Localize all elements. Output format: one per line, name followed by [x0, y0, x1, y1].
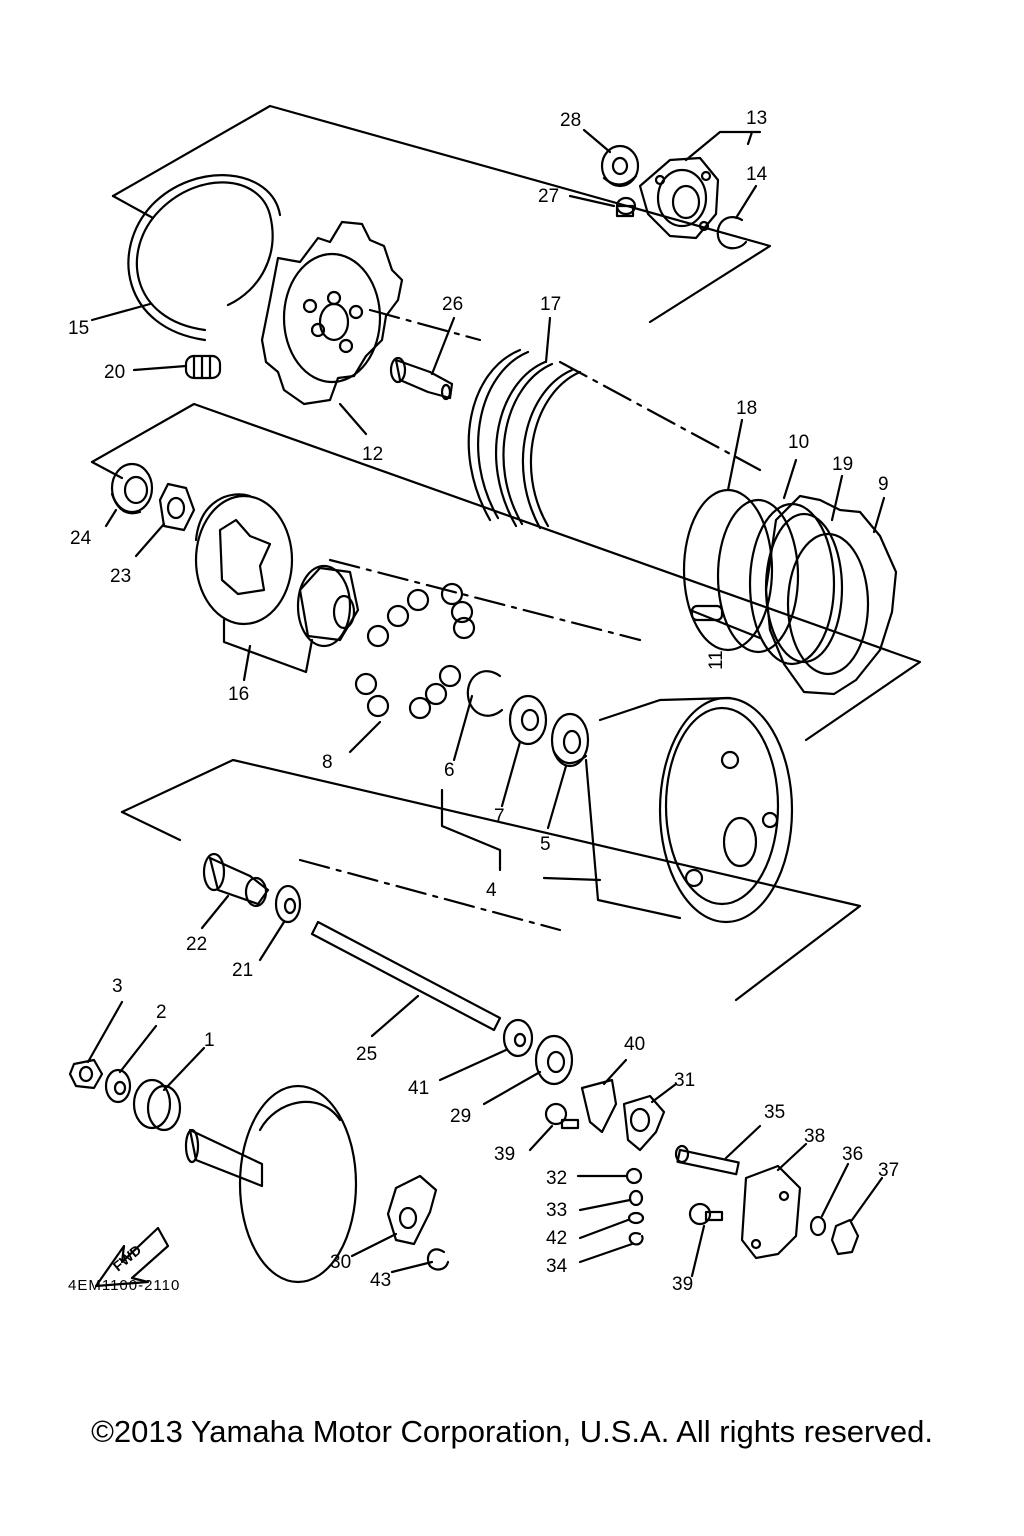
callout-42: 42 — [546, 1228, 567, 1249]
nut-37 — [830, 1218, 860, 1256]
callout-15: 15 — [68, 318, 89, 339]
callout-22: 22 — [186, 934, 207, 955]
spring-20 — [184, 354, 222, 380]
callout-39a: 39 — [494, 1144, 515, 1165]
push-rod-26 — [389, 356, 454, 401]
callout-36: 36 — [842, 1144, 863, 1165]
clip-34 — [628, 1232, 644, 1246]
callout-30: 30 — [330, 1252, 351, 1273]
clutch-housing-4 — [584, 696, 794, 924]
lever-31 — [622, 1094, 666, 1152]
callout-31: 31 — [674, 1070, 695, 1091]
washer-42 — [627, 1211, 645, 1225]
frame-middle — [90, 402, 922, 742]
drive-shaft — [184, 1084, 358, 1284]
bolt-27 — [615, 196, 637, 218]
callout-24: 24 — [70, 528, 92, 549]
fwd-arrow: FWD — [94, 1226, 170, 1288]
callout-28: 28 — [560, 110, 581, 131]
callout-37: 37 — [878, 1160, 899, 1181]
clutch-exploded-diagram: FWD — [68, 104, 922, 1295]
callout-6: 6 — [444, 760, 455, 781]
clip-43 — [426, 1248, 450, 1271]
callout-25: 25 — [356, 1044, 377, 1065]
oil-seal-24 — [110, 462, 154, 515]
callout-8: 8 — [322, 752, 333, 773]
bearing-28 — [600, 144, 640, 188]
callout-43: 43 — [370, 1270, 391, 1291]
bearing-5 — [550, 712, 590, 768]
nut-33 — [628, 1189, 644, 1207]
washer-7 — [508, 694, 548, 746]
diagram-code: 4EM1100-2110 — [68, 1277, 180, 1294]
callout-14: 14 — [746, 164, 768, 185]
bolt-39b — [688, 1202, 724, 1226]
circlip-14 — [716, 216, 748, 250]
callout-17: 17 — [540, 294, 561, 315]
callout-33: 33 — [546, 1200, 567, 1221]
pressure-plate-12 — [260, 220, 404, 406]
callout-32: 32 — [546, 1168, 567, 1189]
callout-12: 12 — [362, 444, 383, 465]
callout-41: 41 — [408, 1078, 429, 1099]
clutch-boss-16 — [194, 493, 360, 648]
callout-4: 4 — [486, 880, 497, 901]
lock-washer-23 — [158, 482, 196, 532]
washer-21 — [274, 884, 302, 924]
leader-lines — [86, 128, 886, 1278]
bracket-38 — [740, 1164, 802, 1260]
callout-3: 3 — [112, 976, 123, 997]
friction-plates-17 — [467, 348, 582, 530]
callout-2: 2 — [156, 1002, 167, 1023]
callout-1: 1 — [204, 1030, 215, 1051]
callout-27: 27 — [538, 186, 559, 207]
callout-38: 38 — [804, 1126, 825, 1147]
circlip-6 — [466, 670, 504, 717]
callout-21: 21 — [232, 960, 253, 981]
clutch-plate-stack — [682, 488, 898, 696]
spacer-22 — [202, 852, 270, 908]
bearing-holder-13 — [638, 156, 720, 240]
push-rod-25 — [310, 920, 502, 1032]
callout-20: 20 — [104, 362, 125, 383]
bolt-39a — [544, 1102, 580, 1130]
callout-labels: 28 13 14 27 15 20 26 17 12 18 10 19 9 24… — [68, 108, 899, 1295]
frame-lower — [120, 758, 862, 1002]
callout-23: 23 — [110, 566, 131, 587]
washer-2 — [104, 1068, 132, 1104]
nut-32 — [625, 1167, 643, 1185]
callout-16: 16 — [228, 684, 249, 705]
callout-19: 19 — [832, 454, 853, 475]
push-lever-30 — [386, 1174, 438, 1246]
callout-18: 18 — [736, 398, 757, 419]
callout-39b: 39 — [672, 1274, 693, 1295]
oil-seal-29 — [534, 1034, 574, 1086]
washer-36 — [809, 1215, 827, 1237]
callout-35: 35 — [764, 1102, 785, 1123]
callout-11: 11 — [706, 650, 727, 670]
callout-10: 10 — [788, 432, 809, 453]
frame-upper — [111, 104, 772, 324]
callout-13: 13 — [746, 108, 767, 129]
callout-5: 5 — [540, 834, 551, 855]
balls-8 — [354, 582, 476, 720]
adjust-bolt-35 — [674, 1144, 740, 1176]
wire-ring-15 — [127, 174, 282, 342]
copyright-notice: ©2013 Yamaha Motor Corporation, U.S.A. A… — [91, 1414, 933, 1449]
callout-7: 7 — [494, 806, 505, 827]
washer-41 — [502, 1018, 534, 1058]
callout-26: 26 — [442, 294, 463, 315]
plate-40 — [580, 1078, 618, 1134]
callout-40: 40 — [624, 1034, 645, 1055]
callout-9: 9 — [878, 474, 889, 495]
gear-1 — [132, 1078, 182, 1132]
nut-3 — [68, 1058, 104, 1090]
callout-34: 34 — [546, 1256, 568, 1277]
axis-lines — [298, 308, 762, 932]
callout-29: 29 — [450, 1106, 471, 1127]
